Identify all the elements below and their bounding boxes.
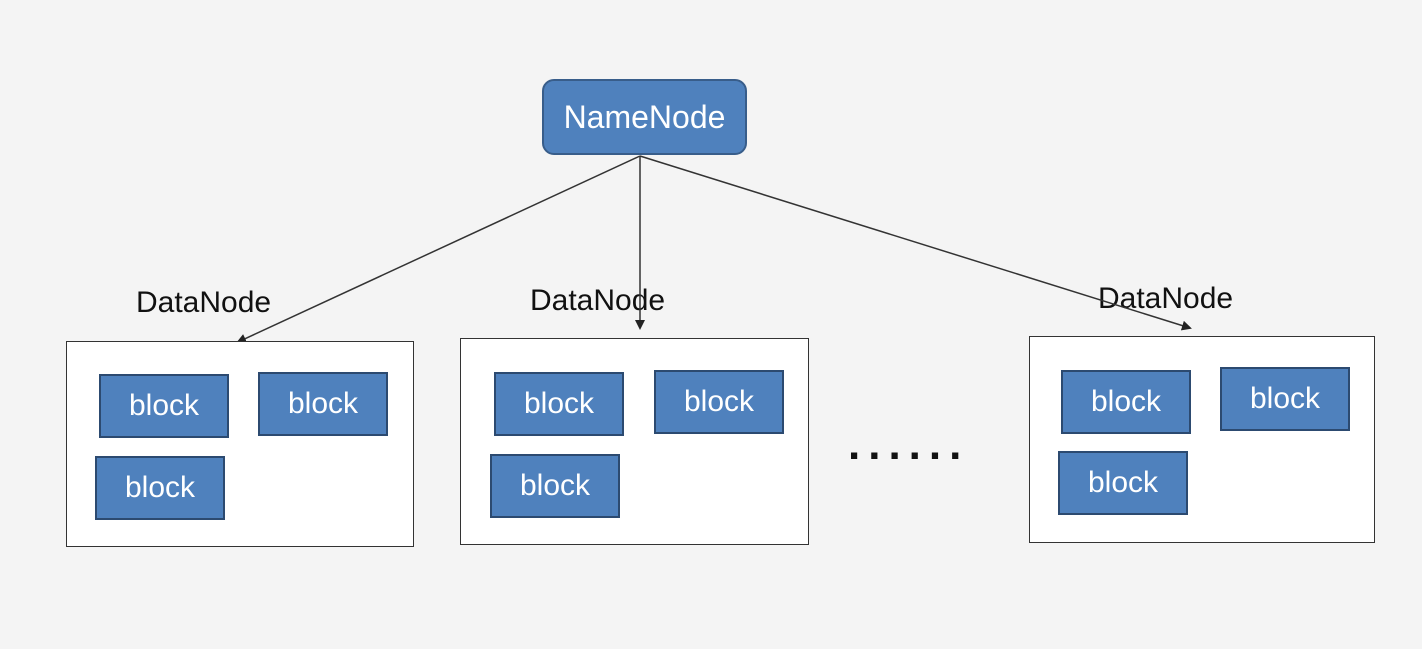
- datanode-1-block-3: block: [95, 456, 225, 520]
- datanode-1-block-1: block: [99, 374, 229, 438]
- datanode-2-block-2: block: [654, 370, 784, 434]
- datanode-2-box: block block block: [460, 338, 809, 545]
- datanode-2-block-1: block: [494, 372, 624, 436]
- ellipsis-more-datanodes: ......: [848, 420, 970, 469]
- datanode-3-box: block block block: [1029, 336, 1375, 543]
- datanode-3-block-3: block: [1058, 451, 1188, 515]
- datanode-1-label: DataNode: [136, 286, 272, 319]
- namenode-box: NameNode: [542, 79, 747, 155]
- datanode-1-box: block block block: [66, 341, 414, 547]
- datanode-3-block-1: block: [1061, 370, 1191, 434]
- arrow-to-datanode-3: [639, 155, 1192, 331]
- datanode-1-block-2: block: [258, 372, 388, 436]
- arrow-to-datanode-1: [236, 155, 641, 344]
- datanode-3-block-2: block: [1220, 367, 1350, 431]
- datanode-3-label: DataNode: [1098, 282, 1234, 315]
- namenode-label: NameNode: [563, 98, 726, 135]
- datanode-2-label: DataNode: [530, 284, 666, 317]
- datanode-2-block-3: block: [490, 454, 620, 518]
